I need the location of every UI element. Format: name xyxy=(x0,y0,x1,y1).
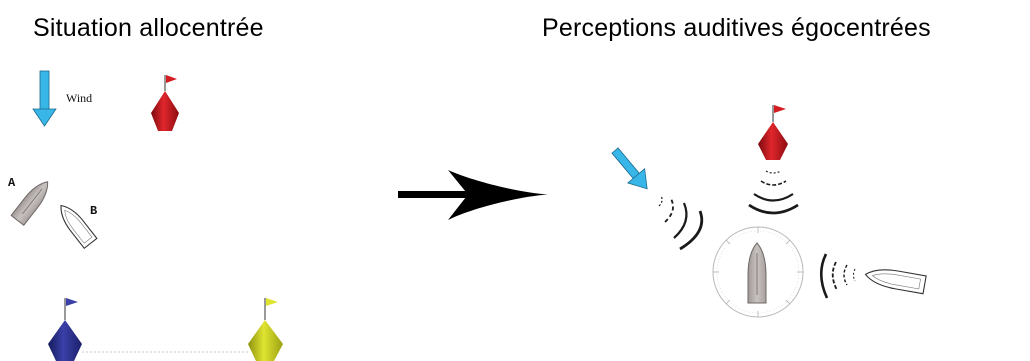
red-buoy-icon xyxy=(151,75,179,131)
blue-buoy-icon xyxy=(48,298,82,361)
wind-arrow-icon xyxy=(32,70,57,127)
boat-b-icon xyxy=(60,204,98,250)
left-panel-title: Situation allocentrée xyxy=(33,14,264,42)
boat-b-icon xyxy=(864,269,927,295)
transition-arrow-icon xyxy=(398,170,548,220)
boat-a-label-left: A xyxy=(8,176,16,190)
right-panel-title: Perceptions auditives égocentrées xyxy=(542,14,931,42)
sound-wave-icon xyxy=(748,170,799,215)
wind-arrow-icon xyxy=(611,147,648,190)
yellow-buoy-icon xyxy=(248,298,283,361)
boat-a-icon xyxy=(10,181,49,226)
red-buoy-icon xyxy=(758,105,788,160)
sound-wave-icon xyxy=(658,195,704,251)
sound-wave-icon xyxy=(819,253,856,299)
boat-b-label-left: B xyxy=(90,204,98,218)
wind-label: Wind xyxy=(66,91,93,105)
boat-a-icon xyxy=(747,242,767,304)
